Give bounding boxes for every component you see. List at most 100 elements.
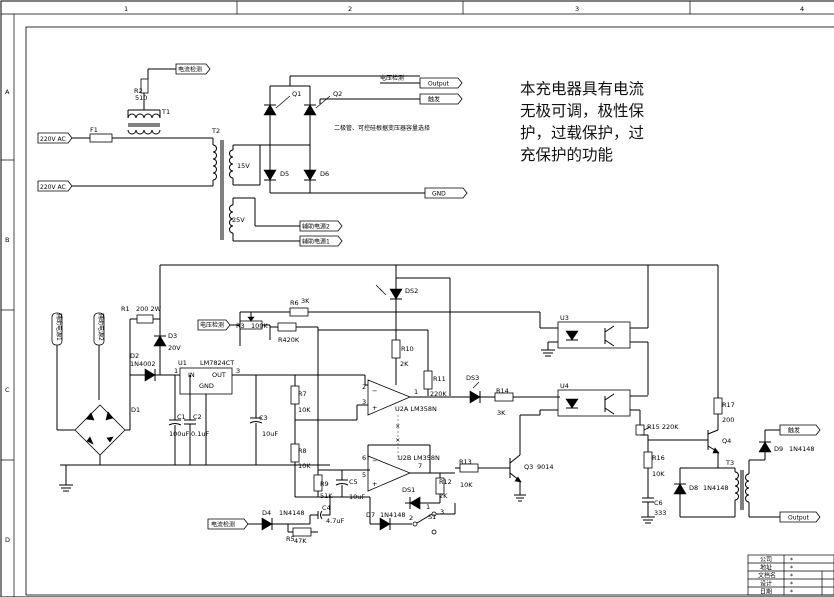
resistor-r10 [391,339,401,359]
output-label-top: Output [428,81,449,88]
r9-label: R9 [320,480,329,488]
u2a-label: U2A LM358N [395,405,437,413]
v15-label: 15V [237,162,250,170]
ac-input-label-1: 220V AC [40,136,66,143]
current-detect-tag [207,518,249,530]
row-label-D: D [5,536,10,544]
d4-label: D4 [262,509,271,517]
u3-label: U3 [560,314,569,322]
note-thyristor: 二极管、可控硅根据变压器容量选择 [334,124,430,132]
s1-pin3-label: 3 [440,508,444,516]
v25-label: 25V [232,216,245,224]
t2-primary [212,144,217,181]
c1-value: 100uF [169,430,190,438]
c5-label: C5 [349,478,358,486]
c6-label: C6 [654,499,663,507]
col-label-4: 4 [800,5,804,13]
u1-part: LM7824CT [200,359,234,367]
output-tag-bottom [779,511,821,523]
r4-label: R420K [278,336,300,344]
gnd-tag-top [424,187,468,199]
u1-gnd-pin: GND [199,382,214,390]
c6-value: 333 [654,509,666,517]
u2b-pin7: 7 [418,462,422,470]
r14-value: 3K [497,409,506,417]
resistor-r1 [136,314,154,324]
r17-label: R17 [722,401,735,409]
control-section: 辅助电源1 辅助电源2 D1 D2 1N4002 R1 200 2W [51,264,821,545]
c2-label: C2 [193,413,202,421]
u1-pin1: 1 [174,367,178,375]
d4-value: 1N4148 [279,509,305,517]
ds2-label: DS2 [405,287,418,295]
ds3-label: DS3 [466,374,479,382]
diode-d8 [673,483,687,495]
c4-label: C4 [322,504,331,512]
r1-value: 200 2W [136,305,162,313]
d7-value: 1N4148 [380,511,406,519]
r9-value: 51K [320,492,333,500]
u1-in-pin: IN [188,371,195,379]
t2-label: T2 [211,127,220,135]
ds1-label: DS1 [402,486,415,494]
resistor-r5 [292,527,312,537]
diode-d6 [303,169,317,181]
t2-secondary-15v [229,149,234,179]
r2-value: 510 [135,94,147,102]
c3-label: C3 [259,414,268,422]
u2a-plus: + [372,404,377,412]
d9-value: 1N4148 [789,445,815,453]
u2a-pin2: 2 [362,383,366,391]
r5-label: R5 [286,535,295,543]
switch-s1-pin3 [431,529,437,535]
opamp-u2b [367,455,412,492]
u2-power-marker-1: × [395,422,400,430]
thyristor-q1 [263,104,277,116]
q4-label: Q4 [722,437,731,445]
r3-value: 100K [251,322,268,330]
diode-d5 [263,169,277,181]
r1-label: R1 [121,305,130,313]
r16-value: 10K [652,470,665,478]
title-date: 日期 [760,588,772,596]
resistor-r4 [277,322,297,332]
t1-winding-top [127,113,161,119]
title-company: 公司 [760,557,772,564]
c3-value: 10uF [262,430,278,438]
s1-label: S1 [428,513,436,521]
t1-label: T1 [161,108,170,116]
diode-d7 [379,517,391,531]
u1-pin3: 3 [236,367,240,375]
voltage-detect-label: 电压检测 [200,321,224,329]
col-label-3: 3 [575,5,579,13]
title-docname-mark: * [790,573,793,580]
c2-value: 0.1uF [191,430,209,438]
diode-d4 [261,517,273,531]
aux1-label: 辅助电源1 [302,238,330,246]
output-label-bottom: Output [788,515,809,522]
title-design-mark: * [790,581,793,588]
trigger-label-bottom: 触发 [788,427,800,435]
c5-value: 10uF [349,493,365,501]
title-company-mark: * [790,557,793,564]
r8-value: 10K [298,462,311,470]
d6-label: D6 [320,170,329,178]
d3-label: D3 [168,332,177,340]
r17-value: 200 [722,416,734,424]
r2-label: R2 [134,87,143,95]
d9-label: D9 [774,445,783,453]
description-block: 本充电器具有电流 无极可调，极性保 护，过载保护，过 充保护的功能 [520,80,645,164]
r7-value: 10K [298,406,311,414]
d3-value: 20V [168,344,181,352]
col-label-1: 1 [124,5,128,13]
r10-label: R10 [401,345,414,353]
d5-label: D5 [280,170,289,178]
q2-label: Q2 [333,90,342,98]
f1-label: F1 [90,126,98,134]
diode-d9 [758,441,772,453]
aux-left-label-2: 辅助电源2 [97,313,105,341]
r15-label: R15 220K [647,423,679,431]
led-ds3 [469,390,481,404]
resistor-r17 [713,397,723,415]
